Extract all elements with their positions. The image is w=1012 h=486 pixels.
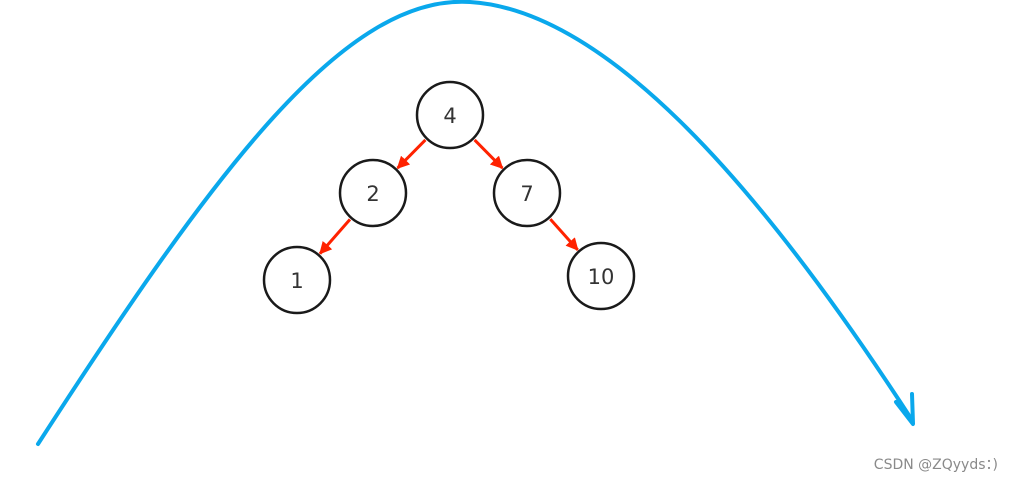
node-label: 1 bbox=[290, 269, 303, 293]
traversal-curve-arrowhead-icon bbox=[894, 392, 915, 426]
tree-nodes: 4 2 7 1 10 bbox=[262, 80, 636, 315]
node-circle bbox=[566, 241, 636, 311]
tree-node-4: 4 bbox=[415, 80, 485, 150]
edge-n7-n10 bbox=[549, 218, 579, 251]
tree-node-2: 2 bbox=[338, 158, 408, 228]
tree-node-7: 7 bbox=[492, 158, 562, 228]
edge-n2-n1 bbox=[318, 218, 352, 255]
tree-edges bbox=[318, 138, 579, 255]
node-circle bbox=[492, 158, 562, 228]
edge-n4-n2 bbox=[396, 138, 427, 170]
edge-n4-n7 bbox=[473, 138, 504, 170]
node-circle bbox=[415, 80, 485, 150]
tree-node-1: 1 bbox=[262, 245, 332, 315]
watermark: CSDN @ZQyyds：) bbox=[873, 457, 998, 473]
node-label: 2 bbox=[366, 182, 379, 206]
node-label: 10 bbox=[588, 265, 615, 289]
node-label: 7 bbox=[520, 182, 533, 206]
node-circle bbox=[262, 245, 332, 315]
traversal-curve bbox=[36, 0, 914, 446]
node-label: 4 bbox=[443, 104, 456, 128]
tree-node-10: 10 bbox=[566, 241, 636, 311]
node-circle bbox=[338, 158, 408, 228]
